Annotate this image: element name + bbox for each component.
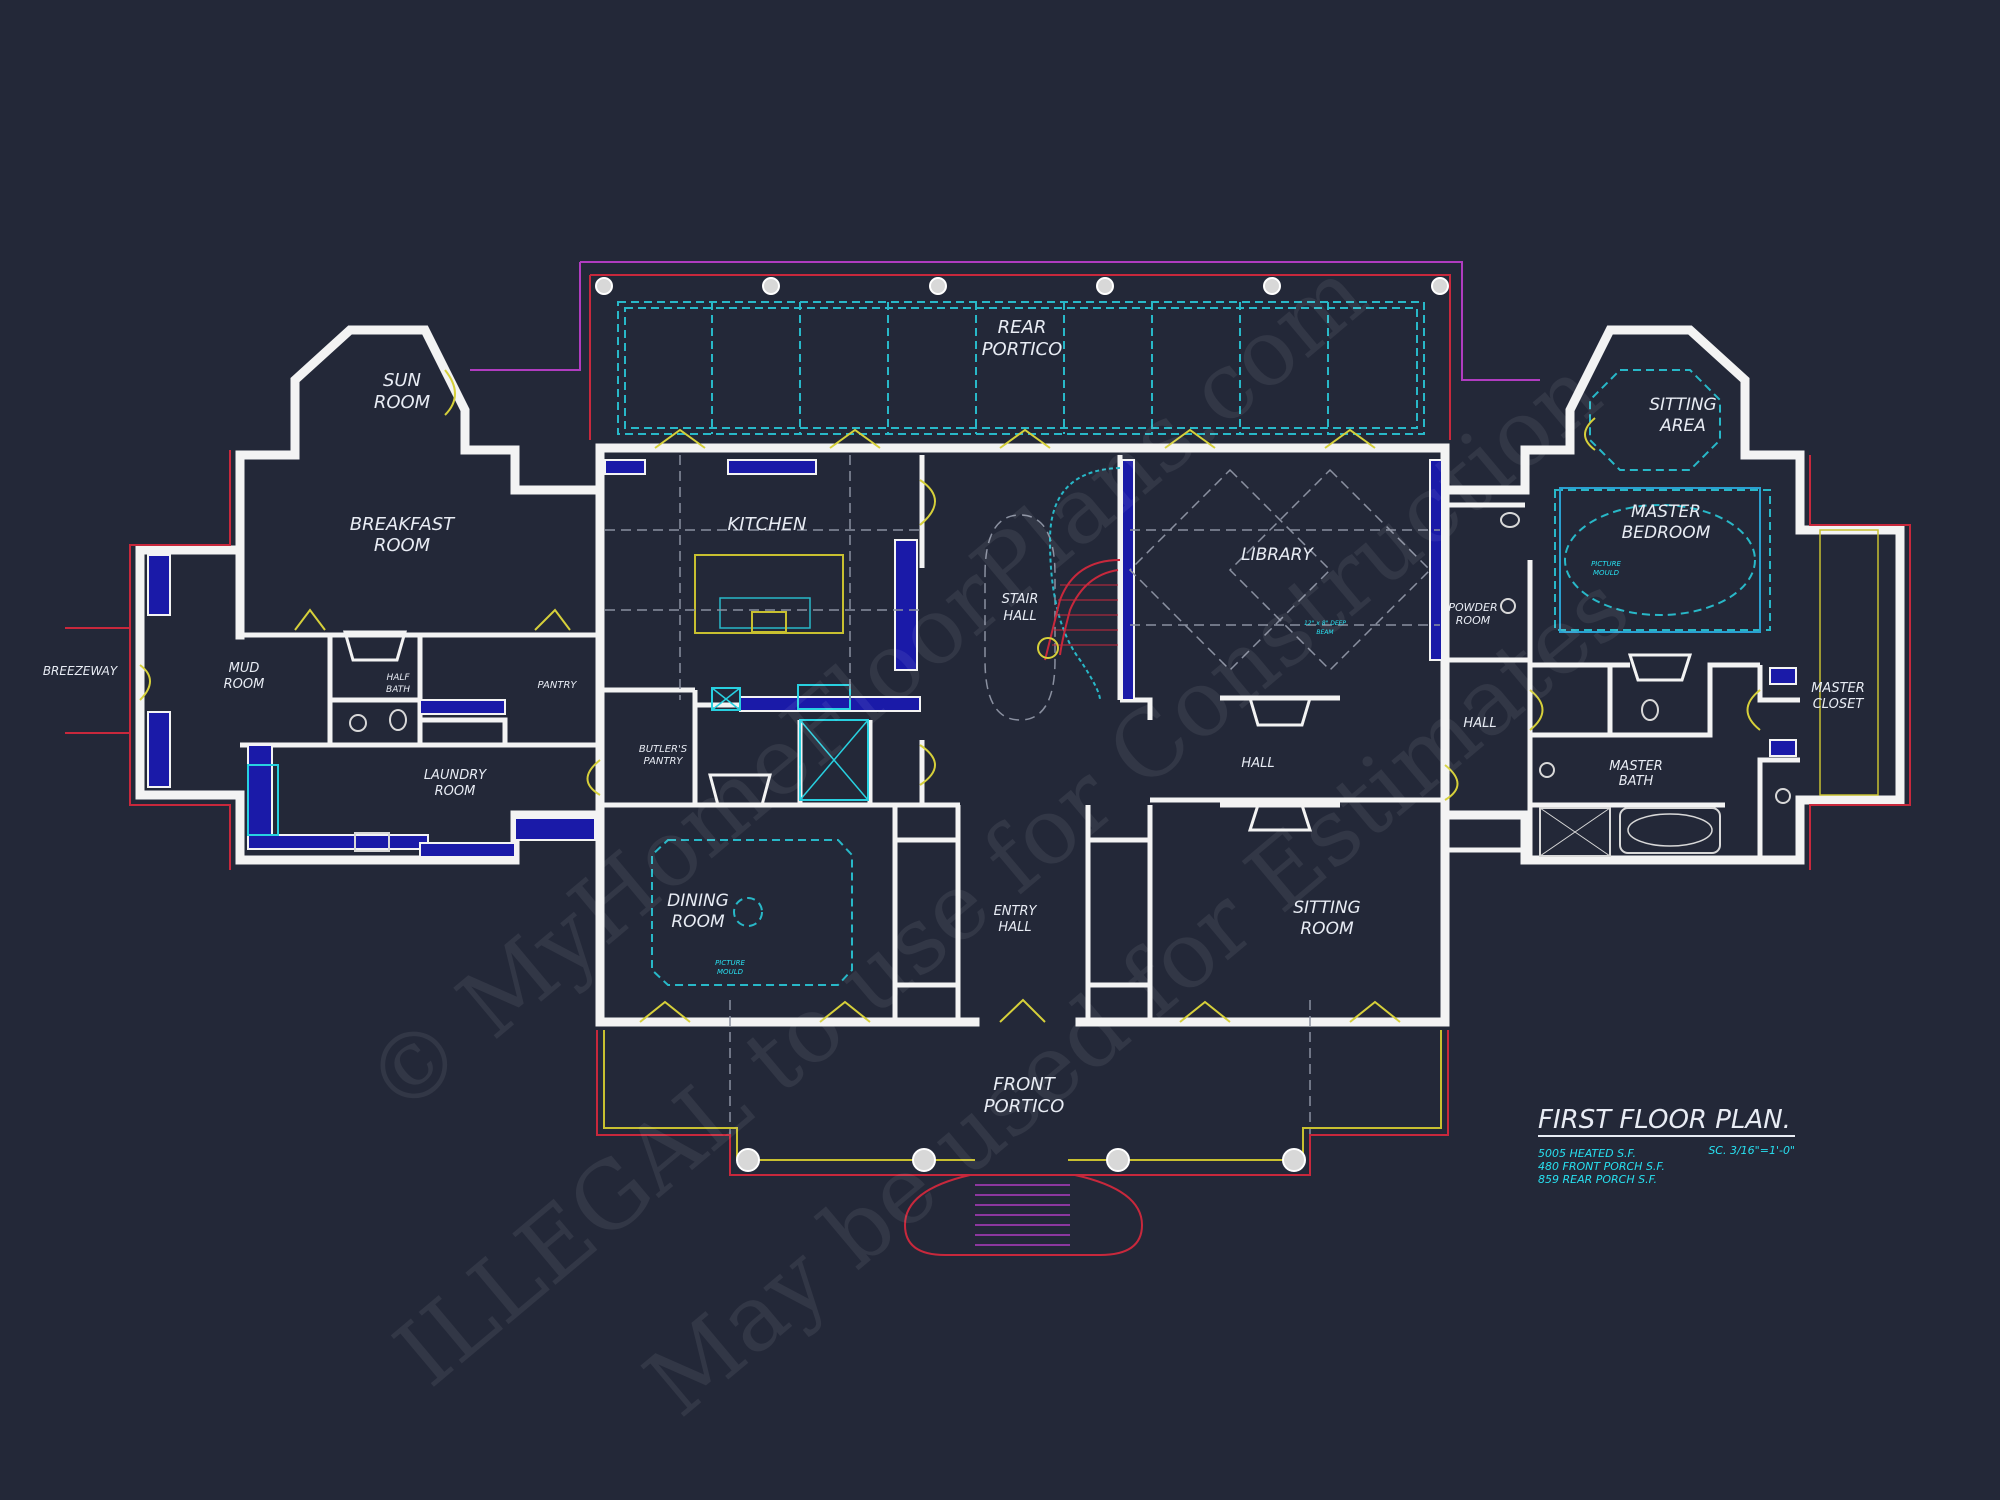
title-block: FIRST FLOOR PLAN. SC. 3/16"=1'-0" 5005 H…: [1538, 1105, 1795, 1186]
hall-right-label: HALL: [1463, 716, 1496, 731]
column: [929, 277, 947, 295]
breakfast-room-label-2: ROOM: [374, 535, 431, 556]
master-bath-label-2: BATH: [1619, 774, 1654, 789]
entry-hall-label-1: ENTRY: [994, 904, 1038, 919]
stair-hall-label-1: STAIR: [1002, 592, 1039, 607]
heated-area: 5005 HEATED S.F.: [1538, 1147, 1636, 1160]
column: [1263, 277, 1281, 295]
half-bath-label-2: BATH: [386, 685, 410, 695]
powder-room-label-2: ROOM: [1456, 614, 1491, 627]
front-portico-label-2: PORTICO: [984, 1096, 1065, 1117]
picture-mould-dining-2: MOULD: [717, 968, 744, 976]
master-closet-label-2: CLOSET: [1813, 697, 1865, 712]
column: [595, 277, 613, 295]
picture-mould-dining-1: PICTURE: [715, 959, 745, 967]
deep-beam-2: BEAM: [1316, 629, 1334, 636]
entry-hall-label-2: HALL: [998, 920, 1031, 935]
breezeway: [65, 627, 130, 734]
sitting-area-label-1: SITTING: [1649, 395, 1716, 415]
library-label: LIBRARY: [1241, 545, 1314, 565]
picture-mould-bedroom-1: PICTURE: [1591, 560, 1621, 568]
master-bedroom-label-2: BEDROOM: [1622, 523, 1711, 543]
sitting-room-label-2: ROOM: [1300, 919, 1354, 939]
front-portico: [596, 1030, 1449, 1256]
pantry-label: PANTRY: [537, 680, 577, 691]
column: [1096, 277, 1114, 295]
sun-room-label-1: SUN: [383, 370, 421, 391]
powder-room-label-1: POWDER: [1448, 601, 1497, 614]
rear-porch-area: 859 REAR PORCH S.F.: [1538, 1173, 1657, 1186]
kitchen-label: KITCHEN: [727, 514, 806, 535]
butlers-pantry-label-1: BUTLER'S: [639, 744, 688, 755]
plan-title: FIRST FLOOR PLAN.: [1538, 1105, 1791, 1135]
front-portico-label-1: FRONT: [993, 1074, 1056, 1095]
laundry-room-label-2: ROOM: [435, 784, 476, 799]
rear-portico-label-1: REAR: [998, 317, 1047, 338]
butlers-pantry-label-2: PANTRY: [643, 756, 683, 767]
cabinets: [147, 459, 1797, 858]
sun-room-label-2: ROOM: [374, 392, 431, 413]
half-bath-label-1: HALF: [386, 673, 410, 683]
sitting-area-label-2: AREA: [1659, 416, 1706, 436]
mud-room-label-1: MUD: [229, 661, 260, 676]
fixtures: [247, 512, 1879, 857]
sitting-room-label-1: SITTING: [1293, 898, 1360, 918]
stair-hall-label-2: HALL: [1003, 609, 1036, 624]
annotations: PICTURE MOULD PICTURE MOULD 12" x 8" DEE…: [715, 560, 1621, 976]
plan-scale: SC. 3/16"=1'-0": [1708, 1144, 1795, 1157]
column: [912, 1148, 936, 1172]
spiral-staircase: [1037, 467, 1121, 701]
rear-columns: [595, 277, 1449, 295]
mud-room-label-2: ROOM: [224, 677, 265, 692]
column: [1106, 1148, 1130, 1172]
laundry-room-label-1: LAUNDRY: [424, 768, 487, 783]
master-closet-label-1: MASTER: [1811, 681, 1865, 696]
column: [1431, 277, 1449, 295]
ceiling-features: [605, 369, 1771, 1150]
breezeway-label: BREEZEWAY: [43, 664, 119, 678]
breakfast-room-label-1: BREAKFAST: [350, 514, 456, 535]
column: [762, 277, 780, 295]
deep-beam-1: 12" x 8" DEEP: [1304, 620, 1346, 627]
column: [1282, 1148, 1306, 1172]
hall-center-label: HALL: [1241, 756, 1274, 771]
front-porch-area: 480 FRONT PORCH S.F.: [1538, 1160, 1665, 1173]
picture-mould-bedroom-2: MOULD: [1593, 569, 1620, 577]
dining-room-label-1: DINING: [667, 891, 729, 911]
master-bath-label-1: MASTER: [1609, 759, 1663, 774]
dining-room-label-2: ROOM: [671, 912, 725, 932]
room-labels: REAR PORTICO SUN ROOM BREAKFAST ROOM KIT…: [43, 317, 1865, 1117]
rear-portico-label-2: PORTICO: [982, 339, 1063, 360]
column: [736, 1148, 760, 1172]
exterior-walls: [129, 325, 1911, 1027]
master-bedroom-label-1: MASTER: [1631, 502, 1701, 522]
doors: [139, 369, 1761, 1023]
